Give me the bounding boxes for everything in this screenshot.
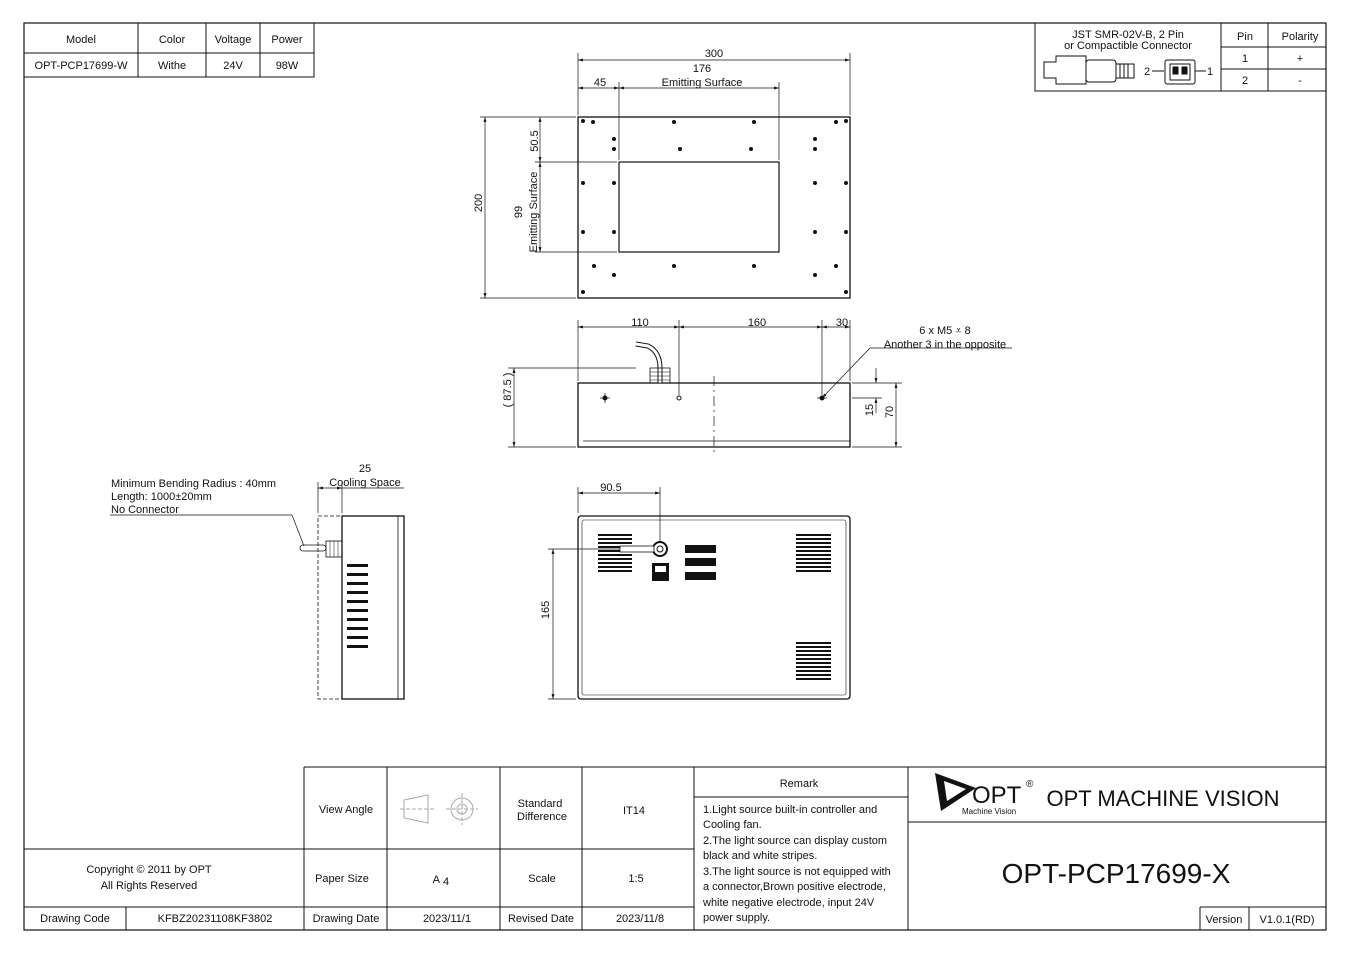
cable-note-bending: Minimum Bending Radius : 40mm [111,478,276,490]
connector-sketch [1043,55,1206,85]
remark-line-5: 3.The light source is not equipped with [703,866,891,878]
connector-pin-label-1: 1 [1207,66,1213,78]
spec-header-model: Model [66,34,96,46]
scale-label: Scale [528,873,556,885]
dim-cooling-25: 25 [359,463,371,475]
drawing-date: 2023/11/1 [423,913,471,925]
end-view-vents [347,564,368,648]
dim-width-300: 300 [705,48,723,60]
connector-header-pin: Pin [1237,31,1253,43]
revised-date: 2023/11/8 [616,913,664,925]
scale-value: 1:5 [628,873,643,885]
version-value: V1.0.1(RD) [1259,914,1314,926]
std-diff-value: IT14 [623,805,645,817]
dim-offset-45: 45 [594,77,606,89]
thread-note-opposite: Another 3 in the opposite [884,339,1006,351]
dim-70: 70 [884,406,896,418]
dim-emit-width-label: Emitting Surface [662,77,743,89]
dim-emit-height-99: 99 [513,206,525,218]
copyright-line-1: Copyright © 2011 by OPT [86,864,212,876]
dim-emit-height-label: Emitting Surface [528,172,540,253]
spec-voltage: 24V [223,60,243,72]
back-view [548,487,851,700]
view-angle-label: View Angle [319,804,373,816]
drawing-code-label: Drawing Code [40,913,110,925]
cooling-space-label: Cooling Space [329,477,401,489]
dim-30: 30 [836,317,848,329]
dim-90-5: 90.5 [600,482,621,494]
dim-top-offset: 50.5 [529,130,541,151]
drawing-code: KFBZ20231108KF3802 [158,913,273,925]
dim-110: 110 [631,317,649,329]
side-view [508,320,1012,452]
company-name: OPT MACHINE VISION [1046,786,1279,811]
spec-table: Model Color Voltage Power OPT-PCP17699-W… [23,22,315,78]
paper-size-sub: 4 [443,876,449,888]
spec-header-power: Power [271,34,303,46]
paper-size-label: Paper Size [315,873,369,885]
connector-title-2: or Compactible Connector [1064,40,1192,52]
remark-line-4: black and white stripes. [703,850,817,862]
connector-polarity-2: - [1298,75,1302,87]
opt-logo: OPT ® Machine Vision [935,773,1034,816]
dim-165: 165 [540,601,552,619]
spec-model: OPT-PCP17699-W [35,60,129,72]
connector-pin-2: 2 [1242,75,1248,87]
remark-line-1: 1.Light source built-in controller and [703,804,877,816]
cable-note-length: Length: 1000±20mm [111,491,212,503]
connector-pin-1: 1 [1242,53,1248,65]
back-view-vents [598,534,831,680]
logo-registered: ® [1026,779,1034,790]
spec-header-voltage: Voltage [215,34,252,46]
cable-note-connector: No Connector [111,504,179,516]
view-angle-symbol [400,793,478,825]
connector-title-1: JST SMR-02V-B, 2 Pin [1072,29,1184,41]
dim-87-5: ( 87.5 ) [502,373,514,408]
front-view [480,53,851,299]
std-diff-label-1: Standard [518,798,563,810]
remark-label: Remark [780,778,819,790]
remark-line-6: a connector,Brown positive electrode, [703,881,886,893]
paper-size-value: A [433,874,441,886]
std-diff-label-2: Difference [517,811,567,823]
revised-date-label: Revised Date [508,913,574,925]
spec-power: 98W [276,60,299,72]
thread-note: 6 x M5 ⩡ 8 [919,325,970,337]
connector-pin-label-2: 2 [1144,66,1150,78]
dim-emit-width-176: 176 [693,63,711,75]
title-block [24,766,1326,930]
version-label: Version [1206,914,1243,926]
remark-line-8: power supply. [703,912,770,924]
drawing-date-label: Drawing Date [313,913,380,925]
copyright-line-2: All Rights Reserved [101,880,198,892]
spec-header-color: Color [159,34,186,46]
dim-15: 15 [864,404,876,416]
remark-line-3: 2.The light source can display custom [703,835,887,847]
end-view [110,482,405,700]
dim-height-200: 200 [473,194,485,212]
connector-header-polarity: Polarity [1282,31,1319,43]
drawing-frame [23,22,1327,931]
part-number: OPT-PCP17699-X [1002,858,1231,889]
remark-line-2: Cooling fan. [703,819,762,831]
front-view-holes [581,119,848,294]
spec-color: Withe [158,60,186,72]
dim-160: 160 [748,317,766,329]
connector-table: JST SMR-02V-B, 2 Pin or Compactible Conn… [1034,22,1327,92]
connector-polarity-1: + [1297,53,1303,65]
logo-text: OPT [972,782,1022,809]
remark-line-7: white negative electrode, input 24V [702,897,875,909]
logo-subtitle: Machine Vision [962,807,1016,816]
